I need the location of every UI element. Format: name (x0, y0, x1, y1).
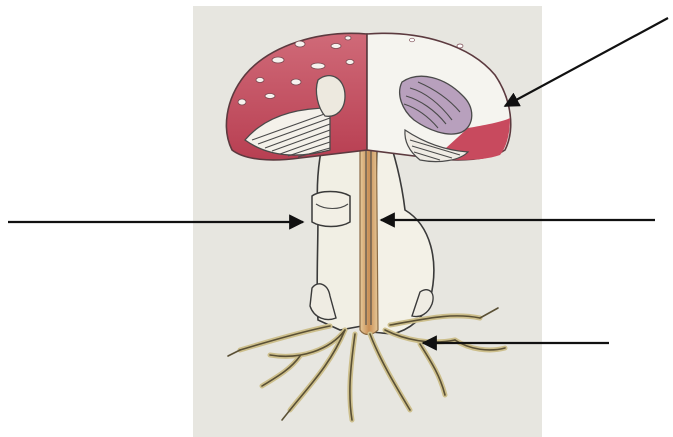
ring (312, 192, 350, 227)
